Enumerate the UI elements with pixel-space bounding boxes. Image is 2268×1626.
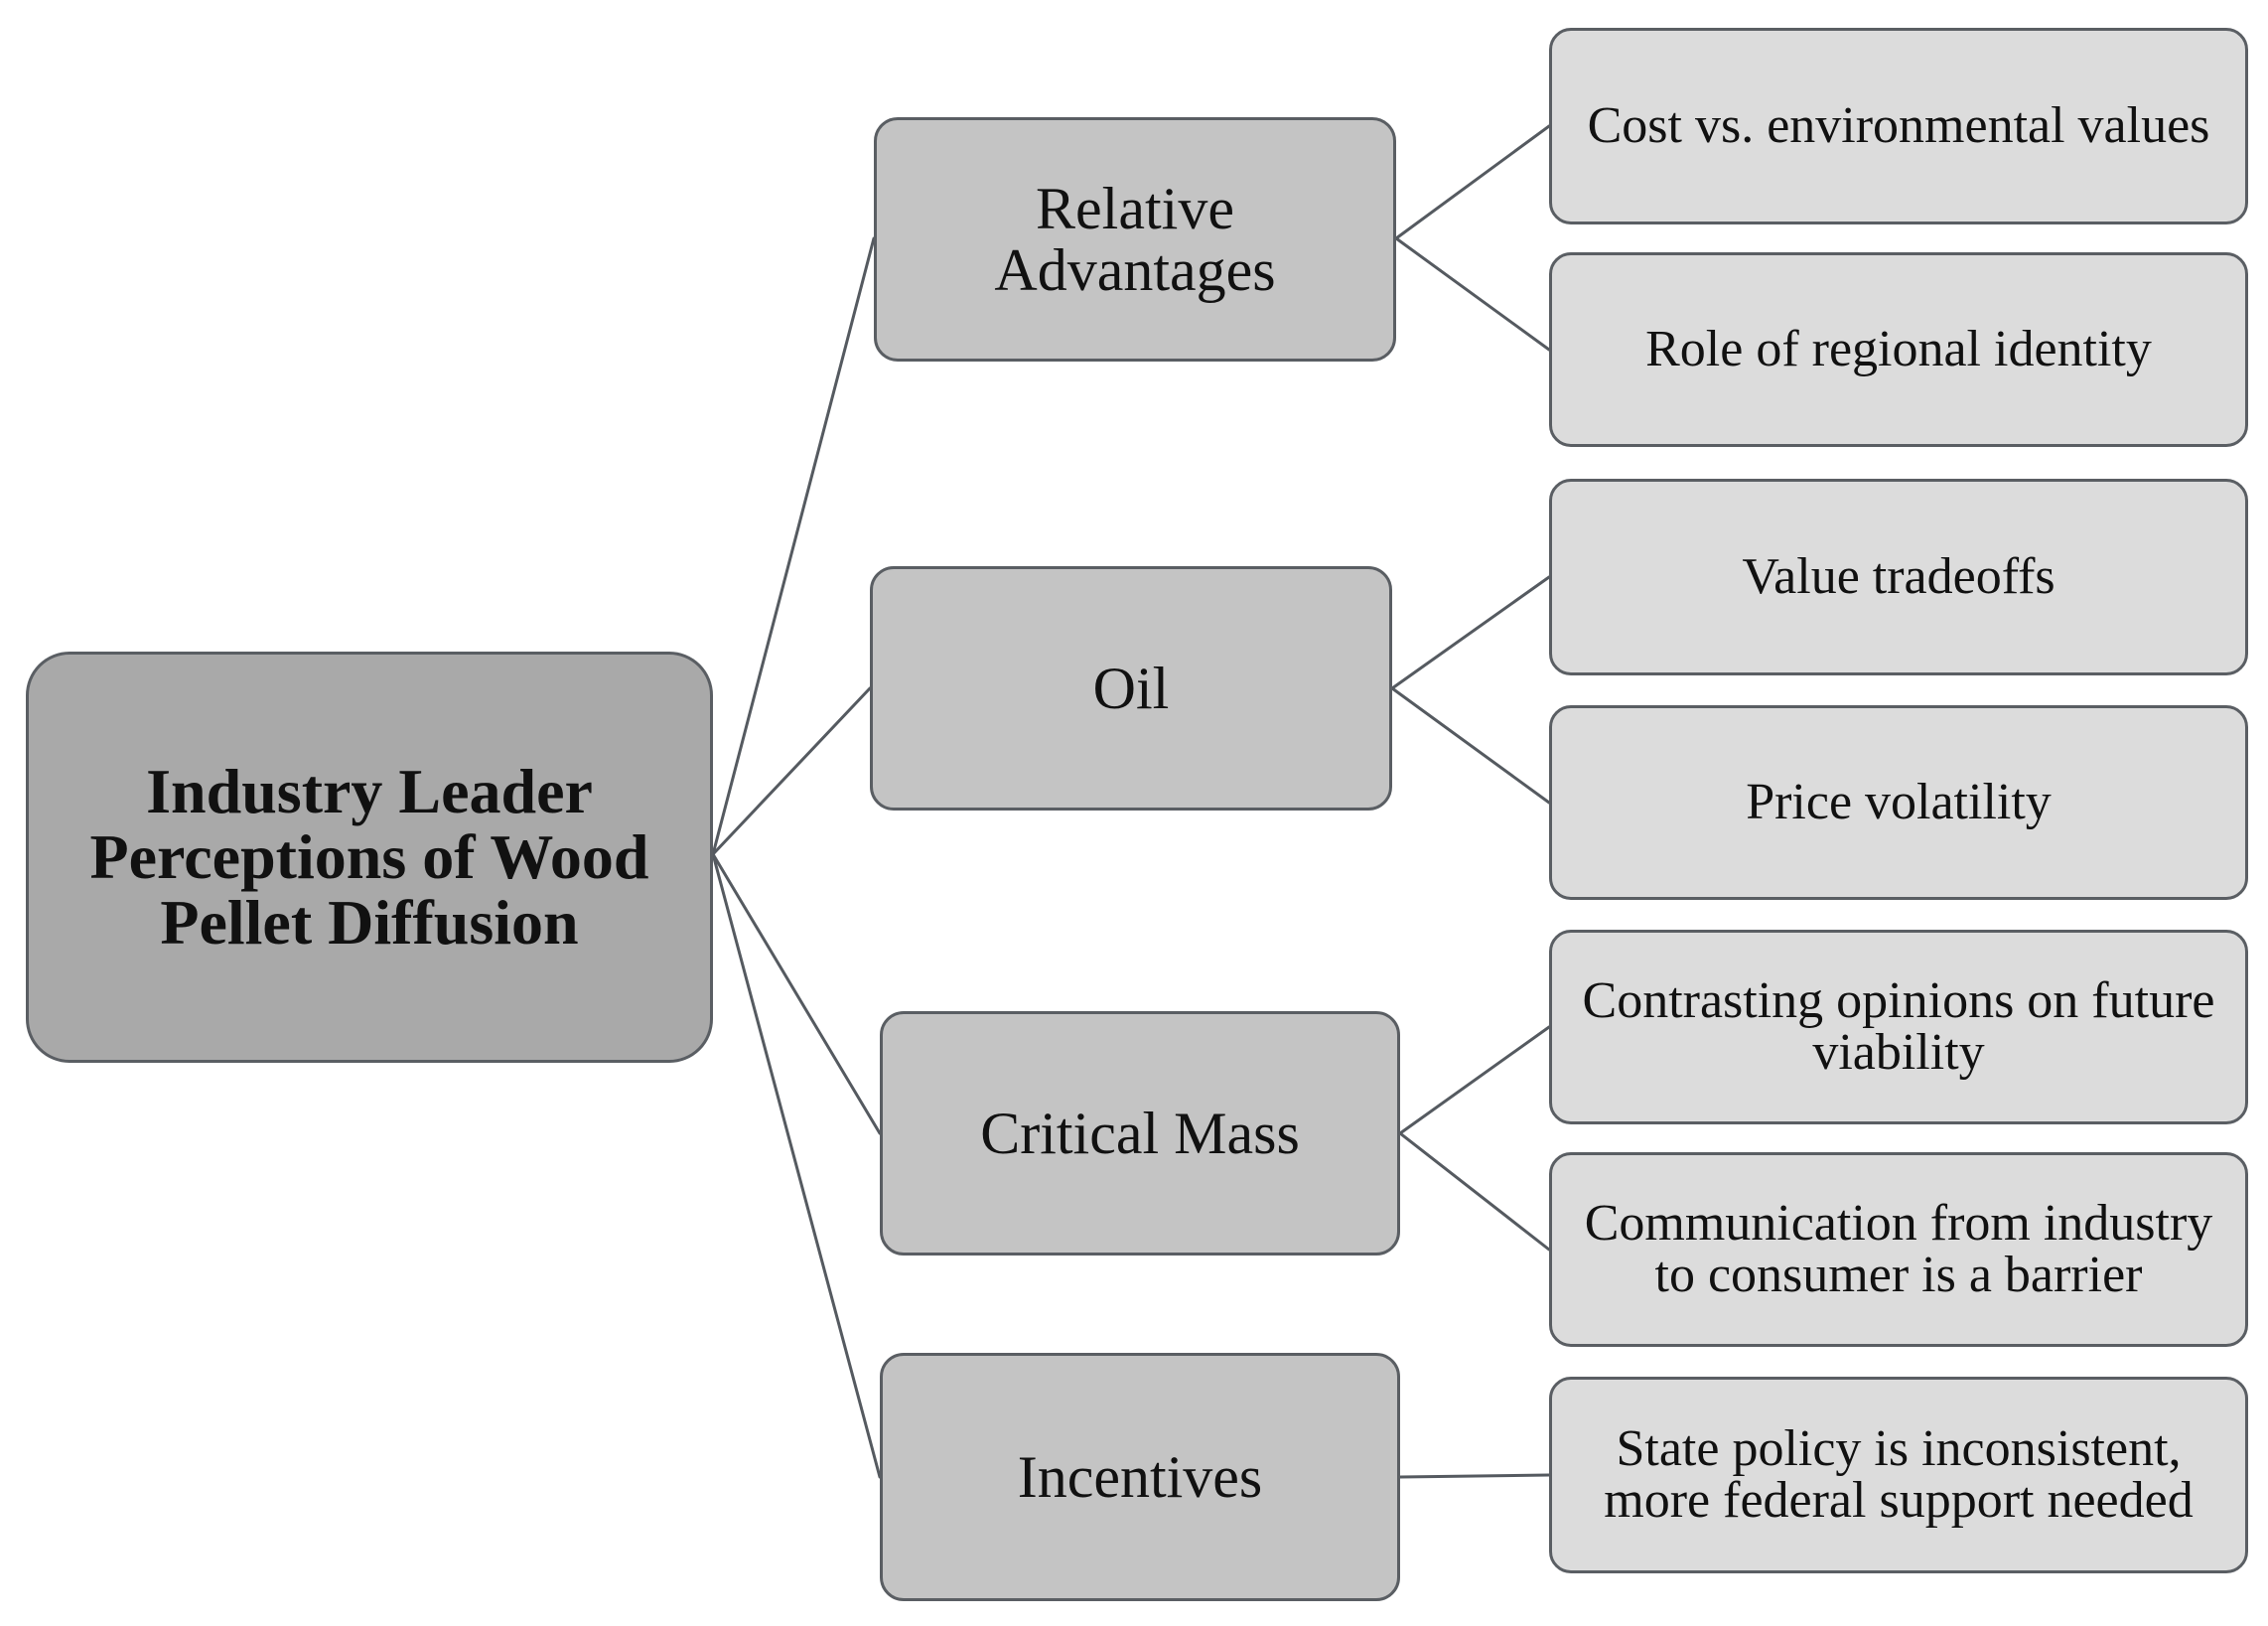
connector-critical-mass-communication	[1398, 1131, 1551, 1252]
connector-relative-advantages-cost	[1394, 124, 1551, 240]
branch-node-critical-mass: Critical Mass	[880, 1011, 1400, 1256]
leaf-node-label: Value tradeoffs	[1742, 548, 2055, 605]
branch-node-oil: Oil	[870, 566, 1392, 811]
connector-root-incentives	[711, 852, 882, 1479]
branch-node-relative-advantages: Relative Advantages	[874, 117, 1396, 362]
leaf-node-label: Contrasting opinions on future viability	[1582, 972, 2215, 1081]
leaf-node-price-volatility: Price volatility	[1549, 705, 2248, 900]
leaf-node-label: Communication from industry to consumer …	[1584, 1195, 2213, 1303]
leaf-node-contrasting-opinions: Contrasting opinions on future viability	[1549, 930, 2248, 1124]
leaf-node-label: State policy is inconsistent, more feder…	[1604, 1420, 2194, 1529]
root-node-label: Industry Leader Perceptions of Wood Pell…	[89, 756, 649, 958]
connector-root-oil	[711, 686, 872, 856]
connector-relative-advantages-identity	[1394, 236, 1551, 352]
leaf-node-label: Role of regional identity	[1645, 321, 2152, 377]
branch-node-label: Oil	[1092, 656, 1170, 721]
connector-incentives-policy	[1398, 1473, 1551, 1479]
leaf-node-label: Price volatility	[1746, 774, 2052, 830]
leaf-node-value-tradeoffs: Value tradeoffs	[1549, 479, 2248, 675]
connector-oil-volatility	[1390, 686, 1551, 805]
branch-node-label: Relative Advantages	[994, 176, 1276, 303]
connector-critical-mass-opinions	[1398, 1025, 1551, 1135]
leaf-node-state-policy: State policy is inconsistent, more feder…	[1549, 1377, 2248, 1573]
branch-node-label: Incentives	[1017, 1444, 1263, 1510]
leaf-node-cost-vs-environmental-values: Cost vs. environmental values	[1549, 28, 2248, 224]
branch-node-label: Critical Mass	[980, 1101, 1300, 1166]
leaf-node-role-of-regional-identity: Role of regional identity	[1549, 252, 2248, 447]
connector-oil-tradeoffs	[1390, 575, 1551, 690]
leaf-node-communication-barrier: Communication from industry to consumer …	[1549, 1152, 2248, 1347]
root-node: Industry Leader Perceptions of Wood Pell…	[26, 652, 713, 1063]
branch-node-incentives: Incentives	[880, 1353, 1400, 1601]
connector-root-relative-advantages	[711, 236, 876, 856]
connector-root-critical-mass	[711, 852, 882, 1135]
leaf-node-label: Cost vs. environmental values	[1587, 97, 2210, 154]
